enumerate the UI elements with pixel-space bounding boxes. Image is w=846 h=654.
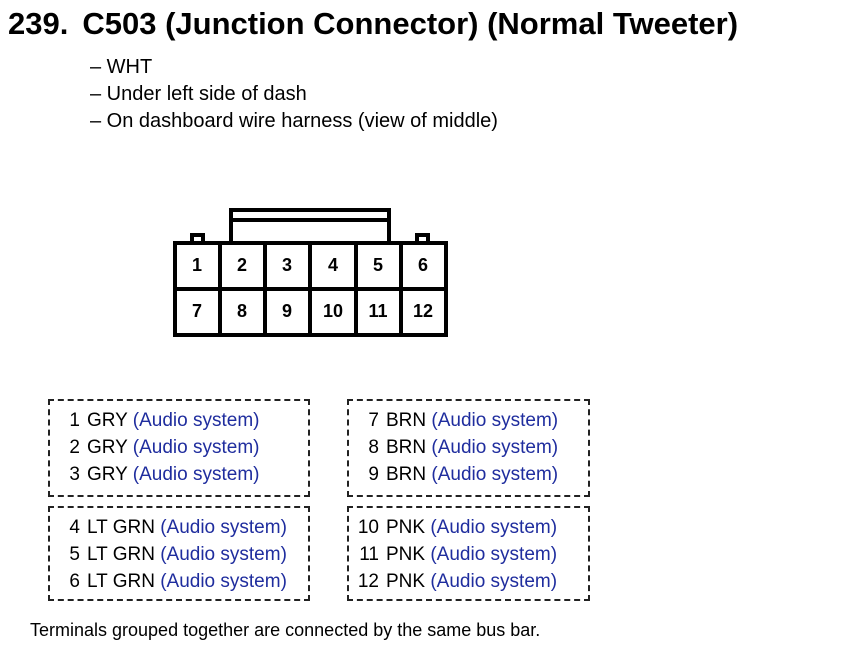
pin-function: (Audio system) <box>132 464 260 485</box>
pin-6-label: 6 <box>417 254 428 275</box>
pin-function: (Audio system) <box>160 571 287 592</box>
pin-number: 9 <box>368 464 379 485</box>
pin-11-label: 11 <box>368 300 388 321</box>
pin-row: 1 GRY (Audio system) <box>50 407 308 434</box>
pin-number: 4 <box>69 517 80 538</box>
pin-10-label: 10 <box>322 300 344 321</box>
pin-function: (Audio system) <box>160 544 287 565</box>
connector-outline <box>173 208 448 337</box>
connector-diagram: 1 2 3 4 5 6 7 8 9 10 11 12 <box>170 205 455 345</box>
pin-3-label: 3 <box>281 254 292 275</box>
pin-row: 11 PNK (Audio system) <box>349 541 588 568</box>
wire-color: LT GRN <box>87 544 155 565</box>
pin-number: 11 <box>359 544 379 565</box>
pin-function: (Audio system) <box>430 544 558 565</box>
title-text: C503 (Junction Connector) (Normal Tweete… <box>82 6 739 41</box>
pin-number: 3 <box>69 464 80 485</box>
pin-function: (Audio system) <box>132 410 260 431</box>
pin-row: 12 PNK (Audio system) <box>349 568 588 595</box>
pin-function: (Audio system) <box>160 517 287 538</box>
note-color: – WHT <box>90 56 153 78</box>
pin-function: (Audio system) <box>431 464 559 485</box>
pin-1-label: 1 <box>191 254 202 275</box>
pin-row: 9 BRN (Audio system) <box>349 461 588 488</box>
pin-row: 6 LT GRN (Audio system) <box>50 568 308 595</box>
pin-number: 12 <box>357 571 379 592</box>
pin-number: 1 <box>69 410 80 431</box>
wire-color: LT GRN <box>87 571 155 592</box>
pin-function: (Audio system) <box>430 517 558 538</box>
wire-color: PNK <box>386 517 426 538</box>
connector-notes: – WHT – Under left side of dash – On das… <box>90 54 498 135</box>
pin-12-label: 12 <box>412 300 434 321</box>
pin-row: 10 PNK (Audio system) <box>349 514 588 541</box>
pin-function: (Audio system) <box>430 571 558 592</box>
pin-number: 6 <box>69 571 80 592</box>
wire-color: GRY <box>87 437 128 458</box>
pin-number: 8 <box>368 437 379 458</box>
pin-row: 8 BRN (Audio system) <box>349 434 588 461</box>
wire-color: GRY <box>87 464 128 485</box>
wire-color: GRY <box>87 410 128 431</box>
pin-number: 5 <box>69 544 80 565</box>
pin-row: 2 GRY (Audio system) <box>50 434 308 461</box>
pin-5-label: 5 <box>372 254 383 275</box>
pin-2-label: 2 <box>236 254 247 275</box>
wire-color: BRN <box>386 410 427 431</box>
pin-function: (Audio system) <box>132 437 260 458</box>
bus-bar-footnote: Terminals grouped together are connected… <box>30 620 541 640</box>
pin-function: (Audio system) <box>431 410 559 431</box>
pin-row: 3 GRY (Audio system) <box>50 461 308 488</box>
pin-9-label: 9 <box>281 300 292 321</box>
note-location: – Under left side of dash <box>90 83 307 105</box>
wire-color: PNK <box>386 544 426 565</box>
pin-row: 5 LT GRN (Audio system) <box>50 541 308 568</box>
page-title: 239. C503 (Junction Connector) (Normal Tw… <box>8 6 738 42</box>
pin-row: 7 BRN (Audio system) <box>349 407 588 434</box>
note-harness: – On dashboard wire harness (view of mid… <box>90 110 498 132</box>
wire-color: BRN <box>386 437 427 458</box>
pin-group-lt-grn: 4 LT GRN (Audio system) 5 LT GRN (Audio sy… <box>48 506 310 601</box>
pin-number: 2 <box>69 437 80 458</box>
wire-color: LT GRN <box>87 517 155 538</box>
wire-color: PNK <box>386 571 426 592</box>
pin-function: (Audio system) <box>431 437 559 458</box>
pin-4-label: 4 <box>327 254 338 275</box>
pin-number: 7 <box>368 410 379 431</box>
wire-color: BRN <box>386 464 427 485</box>
pin-7-label: 7 <box>191 300 202 321</box>
pin-row: 4 LT GRN (Audio system) <box>50 514 308 541</box>
pin-8-label: 8 <box>236 300 247 321</box>
pin-number: 10 <box>357 517 379 538</box>
title-number: 239. <box>8 6 69 41</box>
